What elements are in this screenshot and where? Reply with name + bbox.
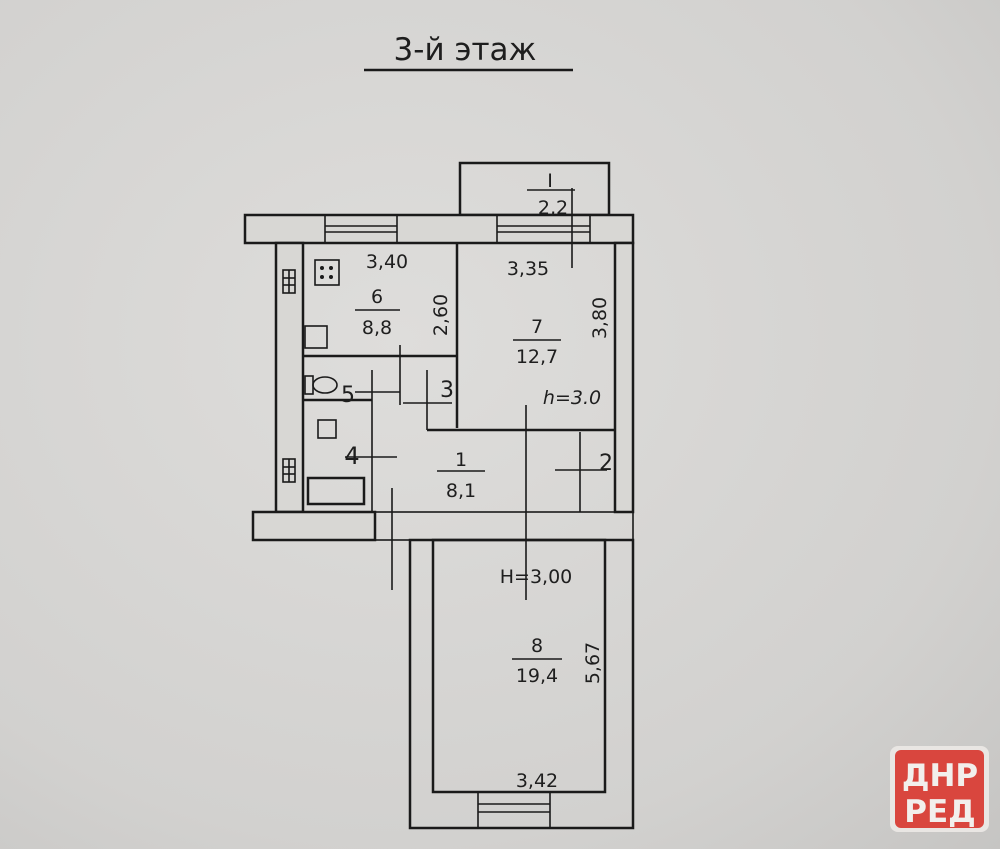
bottom-wall-right — [374, 511, 634, 541]
room-7-number: 7 — [531, 316, 543, 338]
washbasin-icon — [317, 419, 337, 439]
radiator-icon — [282, 458, 296, 483]
plan-title: 3-й этаж — [394, 32, 537, 68]
top-wall — [243, 213, 635, 245]
room-1-area: 8,1 — [446, 480, 476, 502]
window-kitchen — [324, 214, 398, 244]
bottom-wall-left — [251, 510, 377, 542]
room-2-number: 2 — [599, 451, 613, 476]
room-4-number: 4 — [344, 442, 359, 470]
dnr-red-logo: ДНР РЕД — [890, 746, 989, 832]
sink-icon — [304, 325, 328, 349]
balcony-area: 2,2 — [538, 197, 568, 219]
room-8-area: 19,4 — [516, 665, 558, 687]
window-room-8 — [477, 791, 551, 829]
balcony-number: I — [547, 170, 553, 192]
room-6-number: 6 — [371, 286, 383, 308]
room-7-area: 12,7 — [516, 346, 558, 368]
stove-icon — [314, 259, 340, 286]
room-3-number: 3 — [440, 378, 454, 403]
room-8-height: H=3,00 — [500, 566, 573, 588]
room-1-number: 1 — [455, 449, 467, 471]
room-8-number: 8 — [531, 635, 543, 657]
kitchen-width: 3,40 — [366, 251, 408, 273]
room-8-width: 3,42 — [516, 770, 558, 792]
svg-text:ДНР: ДНР — [902, 758, 978, 794]
bathtub-icon — [306, 476, 366, 506]
window-room-7 — [496, 214, 591, 244]
room-7-width: 3,35 — [507, 258, 549, 280]
balcony — [458, 161, 611, 217]
room-8-depth: 5,67 — [582, 642, 604, 684]
room-5-number: 5 — [341, 383, 355, 408]
kitchen-depth: 2,60 — [430, 294, 452, 336]
room-6-area: 8,8 — [362, 317, 392, 339]
svg-text:РЕД: РЕД — [904, 794, 976, 830]
radiator-icon — [282, 269, 296, 294]
right-wall — [613, 241, 635, 514]
room-7-depth: 3,80 — [589, 297, 611, 339]
toilet-icon — [304, 375, 338, 395]
room-7-height: h=3.0 — [543, 387, 601, 409]
